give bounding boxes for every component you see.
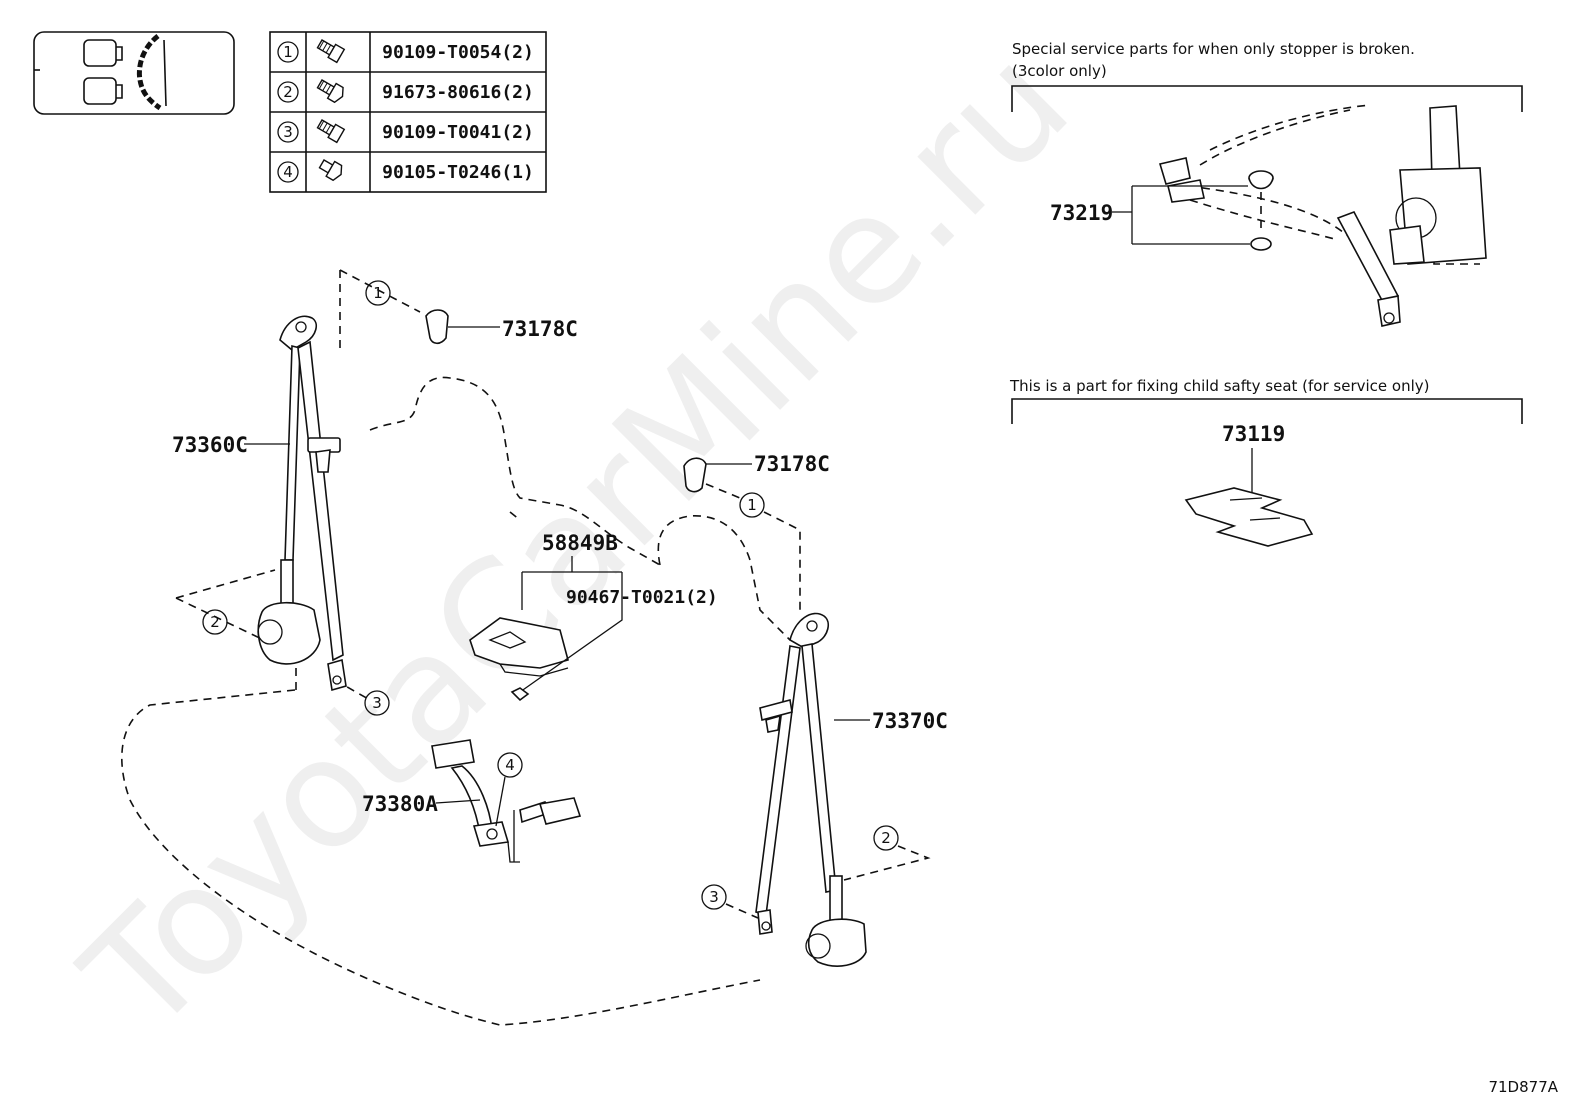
bolt-table-row: 2 91673-80616(2)	[277, 79, 534, 104]
part-label-73219: 73219	[1050, 201, 1113, 225]
part-label-73360c: 73360C	[172, 433, 248, 457]
callout-3-right: 3	[709, 888, 719, 906]
part-label-58849b: 58849B	[542, 531, 618, 555]
ref-number: 2	[283, 83, 293, 101]
bolt-part-number: 90109-T0041(2)	[382, 122, 534, 143]
diagram-code: 71D877A	[1488, 1078, 1558, 1096]
stopper-bracket	[1011, 85, 1523, 112]
callout-1: 1	[373, 284, 383, 302]
stopper-icon	[1248, 170, 1274, 251]
bolt-icon	[316, 119, 346, 144]
anchor-cover-left	[425, 309, 449, 345]
seat-outline	[121, 376, 791, 1026]
part-label-73178c-right: 73178C	[754, 452, 830, 476]
bolt-icon	[316, 39, 346, 64]
center-cover	[469, 617, 569, 677]
ref-number: 4	[283, 163, 293, 181]
stopper-note-line1: Special service parts for when only stop…	[1012, 40, 1415, 58]
anchor-cover-right	[683, 457, 707, 493]
part-label-73119: 73119	[1222, 422, 1285, 446]
bolt-part-number: 90109-T0054(2)	[382, 42, 534, 63]
bolt-icon	[316, 79, 344, 104]
part-label-73380a: 73380A	[362, 792, 438, 816]
clip-icon	[510, 687, 530, 702]
child-seat-note: This is a part for fixing child safty se…	[1009, 377, 1429, 395]
part-label-90467-t0021: 90467-T0021(2)	[566, 587, 718, 608]
child-seat-plate-icon	[1184, 487, 1314, 547]
stopper-note-line2: (3color only)	[1012, 62, 1107, 80]
bolt-icon	[318, 159, 343, 182]
bolt-part-number: 91673-80616(2)	[382, 82, 534, 103]
part-label-73370c: 73370C	[872, 709, 948, 733]
ref-number: 1	[283, 43, 293, 61]
bolt-table-row: 4 90105-T0246(1)	[277, 159, 534, 183]
child-seat-bracket	[1011, 398, 1523, 424]
bolt-part-number: 90105-T0246(1)	[382, 162, 534, 183]
callout-2: 2	[210, 613, 220, 631]
part-label-73178c-left: 73178C	[502, 317, 578, 341]
callout-3: 3	[372, 694, 382, 712]
left-seatbelt-assembly	[257, 315, 347, 692]
ref-number: 3	[283, 123, 293, 141]
bolt-table-row: 1 90109-T0054(2)	[277, 39, 534, 64]
stopper-retractor-illustration	[1158, 104, 1487, 327]
right-seatbelt-assembly	[755, 612, 867, 967]
callout-4: 4	[505, 756, 515, 774]
callout-1-right: 1	[747, 496, 757, 514]
callout-2-right: 2	[881, 829, 891, 847]
bolt-table-row: 3 90109-T0041(2)	[277, 119, 534, 144]
car-seat-locator-icon	[33, 31, 235, 115]
bolt-table: 1 90109-T0054(2) 2 91673-80616(2) 3	[269, 31, 547, 193]
